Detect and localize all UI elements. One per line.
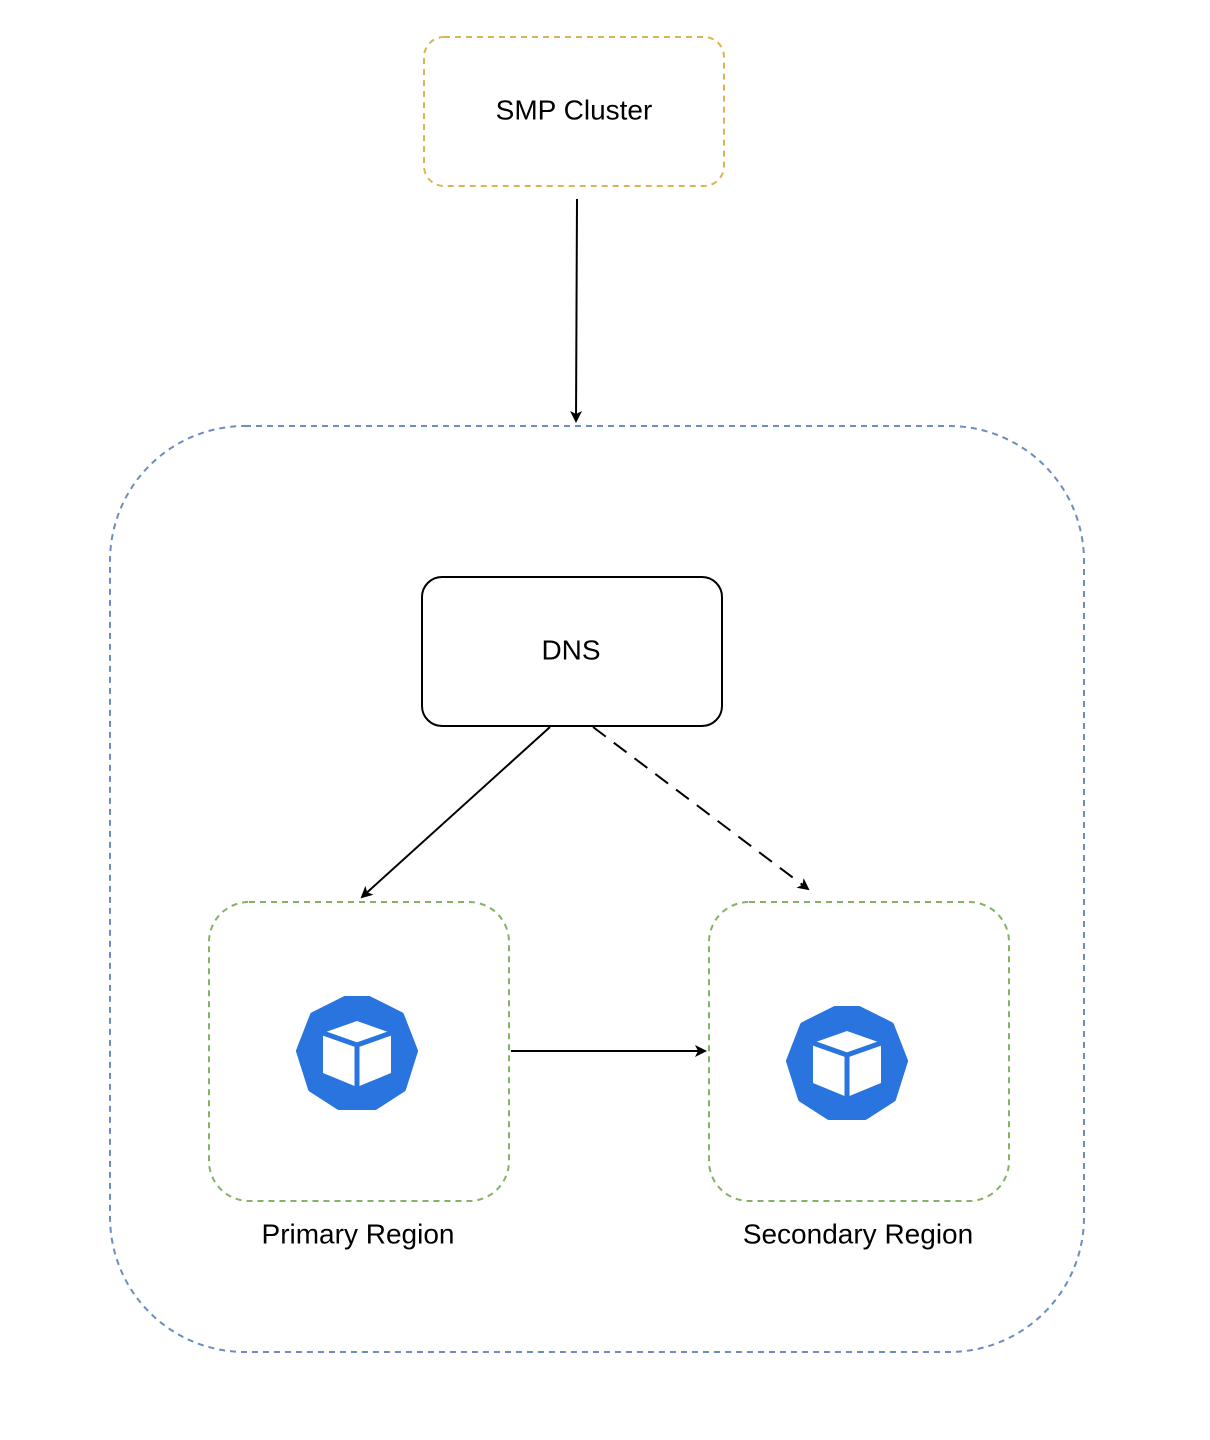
smp-cluster-box[interactable] bbox=[423, 36, 725, 187]
edge-dns-to-secondary bbox=[592, 726, 810, 891]
dns-box[interactable] bbox=[421, 576, 723, 727]
outer-group-container[interactable] bbox=[109, 425, 1085, 1353]
edge-dns-to-primary bbox=[360, 726, 551, 899]
secondary-region-box[interactable] bbox=[708, 901, 1010, 1202]
primary-region-box[interactable] bbox=[208, 901, 510, 1202]
secondary-region-label: Secondary Region bbox=[743, 1218, 973, 1249]
smp-cluster-label: SMP Cluster bbox=[496, 94, 653, 125]
kubernetes-cube-icon bbox=[786, 1006, 908, 1120]
primary-region-label: Primary Region bbox=[262, 1218, 455, 1249]
edge-smp-to-group bbox=[570, 198, 583, 423]
kubernetes-cube-icon bbox=[296, 996, 418, 1110]
dns-label: DNS bbox=[541, 634, 600, 665]
